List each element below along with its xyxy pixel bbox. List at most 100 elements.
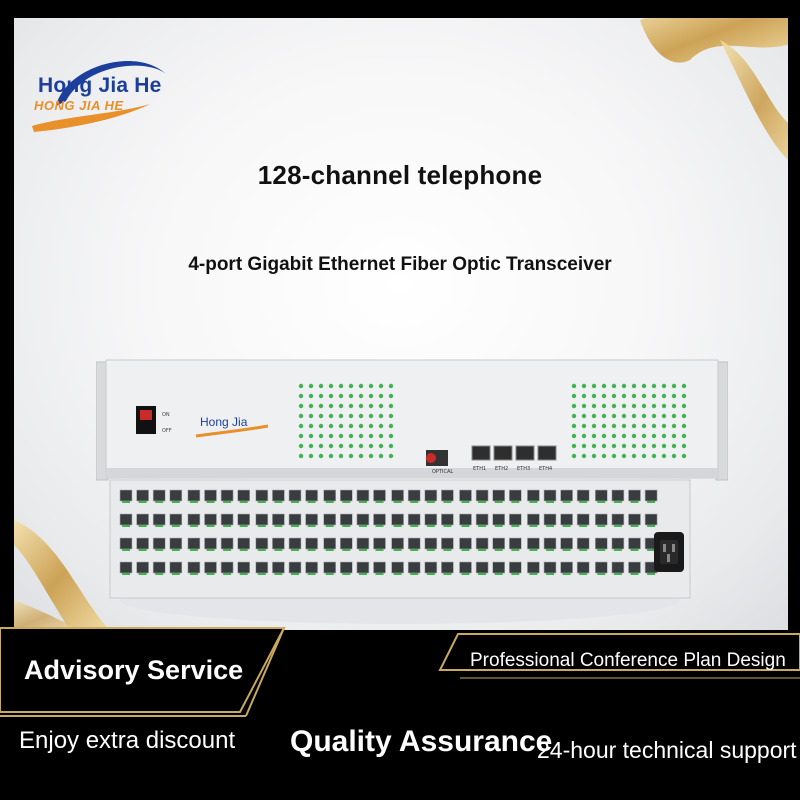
device-logo: Hong Jia	[200, 415, 248, 429]
phone-port	[594, 561, 608, 574]
phone-port-led	[155, 549, 164, 551]
phone-port-led	[325, 525, 334, 527]
phone-port	[594, 489, 608, 502]
phone-port-led	[511, 501, 520, 503]
phone-port-led	[223, 525, 232, 527]
status-led	[388, 453, 394, 459]
phone-port	[560, 537, 573, 550]
phone-port-led	[478, 549, 487, 551]
phone-port-led	[189, 501, 198, 503]
eth-port-label: ETH3	[517, 466, 530, 472]
status-led	[671, 403, 677, 409]
phone-port-led	[443, 549, 452, 551]
phone-port	[272, 537, 285, 550]
phone-port-led	[307, 573, 316, 575]
phone-port-led	[647, 573, 656, 575]
status-led	[601, 393, 607, 399]
status-led	[651, 403, 657, 409]
phone-port	[441, 561, 454, 574]
phone-port-led	[274, 573, 283, 575]
phone-port	[136, 537, 149, 550]
phone-port	[119, 489, 133, 502]
status-led	[671, 383, 677, 389]
frame-right	[788, 0, 800, 630]
phone-port	[407, 513, 421, 526]
phone-port-led	[206, 525, 215, 527]
phone-port	[508, 561, 522, 574]
phone-port	[475, 561, 489, 574]
phone-port-led	[511, 549, 520, 551]
product-photo: Hong Jia He HONG JIA HE 128-channel tele…	[0, 0, 800, 630]
phone-port	[611, 513, 625, 526]
phone-port	[391, 561, 404, 574]
status-led	[581, 393, 587, 399]
phone-port	[527, 561, 540, 574]
optical-label: OPTICAL	[432, 469, 453, 475]
phone-port	[560, 561, 573, 574]
phone-port	[527, 513, 540, 526]
phone-port-led	[239, 573, 248, 575]
eth-port	[493, 445, 513, 461]
status-led	[308, 443, 314, 449]
phone-port-led	[375, 549, 384, 551]
phone-port	[187, 537, 201, 550]
phone-port-led	[257, 501, 266, 503]
status-led	[328, 383, 334, 389]
phone-port-led	[478, 573, 487, 575]
status-led	[621, 453, 627, 459]
phone-port-led	[122, 549, 130, 551]
phone-port-led	[461, 501, 470, 503]
eth-port	[537, 445, 557, 461]
phone-port	[373, 561, 386, 574]
phone-port	[611, 489, 625, 502]
status-led	[328, 403, 334, 409]
phone-port	[237, 489, 250, 502]
phone-port	[492, 561, 506, 574]
phone-port-led	[358, 549, 367, 551]
phone-port	[237, 537, 250, 550]
phone-port-led	[546, 501, 554, 503]
phone-port-led	[426, 573, 435, 575]
status-led	[348, 393, 354, 399]
phone-port	[220, 489, 234, 502]
status-led	[641, 383, 647, 389]
phone-port	[628, 561, 641, 574]
phone-port-led	[274, 501, 283, 503]
status-led	[308, 433, 314, 439]
phone-port	[560, 513, 573, 526]
status-led	[581, 433, 587, 439]
status-led	[591, 443, 597, 449]
phone-port-led	[529, 549, 538, 551]
phone-port	[152, 513, 166, 526]
phone-port-led	[562, 501, 571, 503]
phone-port	[644, 489, 658, 502]
status-led	[378, 423, 384, 429]
phone-port-led	[122, 573, 130, 575]
phone-port-led	[546, 573, 554, 575]
phone-port	[169, 537, 183, 550]
phone-port-led	[307, 525, 316, 527]
phone-port	[441, 537, 454, 550]
phone-port-led	[307, 549, 316, 551]
status-led	[601, 413, 607, 419]
led-grid-right	[571, 383, 687, 459]
brand-logo	[32, 60, 166, 132]
phone-port	[459, 561, 472, 574]
status-led	[611, 393, 617, 399]
status-led	[581, 403, 587, 409]
status-led	[318, 393, 324, 399]
phone-port-led	[122, 501, 130, 503]
phone-port-led	[562, 573, 571, 575]
phone-port	[475, 537, 489, 550]
phone-port-led	[307, 501, 316, 503]
status-led	[591, 453, 597, 459]
phone-port-led	[274, 549, 283, 551]
phone-port	[204, 561, 217, 574]
status-led	[651, 423, 657, 429]
status-led	[338, 453, 344, 459]
status-led	[318, 413, 324, 419]
status-led	[338, 443, 344, 449]
eth-port-label: ETH2	[495, 466, 508, 472]
phone-port-led	[291, 501, 299, 503]
phone-port-led	[579, 525, 588, 527]
